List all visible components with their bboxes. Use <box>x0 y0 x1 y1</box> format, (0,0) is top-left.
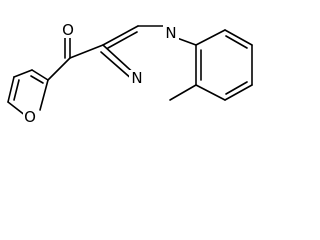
atom-label-layer: O O N N <box>23 21 179 126</box>
furan-bond-c2-o1 <box>39 79 49 111</box>
top-nitrogen-label: N <box>165 24 176 42</box>
top-nitrogen-atom: N <box>163 24 179 42</box>
chemical-structure-diagram: O O N N <box>7 21 253 126</box>
benzo-bond-1 <box>195 29 226 46</box>
furan-bond-c5-c4 <box>7 76 15 103</box>
furan-oxygen-atom: O <box>23 108 37 126</box>
furan-bond-c3-c2-inner <box>30 75 44 84</box>
benzo-bond-2 <box>224 29 253 46</box>
carbonyl-to-quinoxaline-bond <box>69 44 104 59</box>
bottom-nitrogen-label: N <box>131 69 142 87</box>
benzo-bond-2-inner <box>225 35 248 49</box>
quinoxaline-bond-n1-c2-inner <box>100 51 134 81</box>
furan-oxygen-label: O <box>24 108 36 126</box>
benzo-bond-4 <box>224 84 253 101</box>
benzo-bond-5 <box>195 84 226 101</box>
quinoxaline-bond-c2-c3 <box>102 25 139 46</box>
carbonyl-oxygen-label: O <box>62 21 74 39</box>
quinoxaline-bond-n4-c4a <box>176 37 197 46</box>
furan-bond-c3-c2 <box>31 69 49 81</box>
quinoxaline-bond-c8a-n1 <box>169 84 197 101</box>
benzo-bond-4-inner <box>225 81 248 95</box>
carbonyl-oxygen-atom: O <box>61 21 75 39</box>
furan-bond-c5-c4-inner <box>13 79 20 101</box>
quinoxaline-bond-c2-c3-inner <box>107 31 138 49</box>
furan-bond-c4-c3 <box>13 69 33 78</box>
carbonyl-to-furan-bond <box>47 57 71 81</box>
bottom-nitrogen-atom: N <box>129 69 145 87</box>
